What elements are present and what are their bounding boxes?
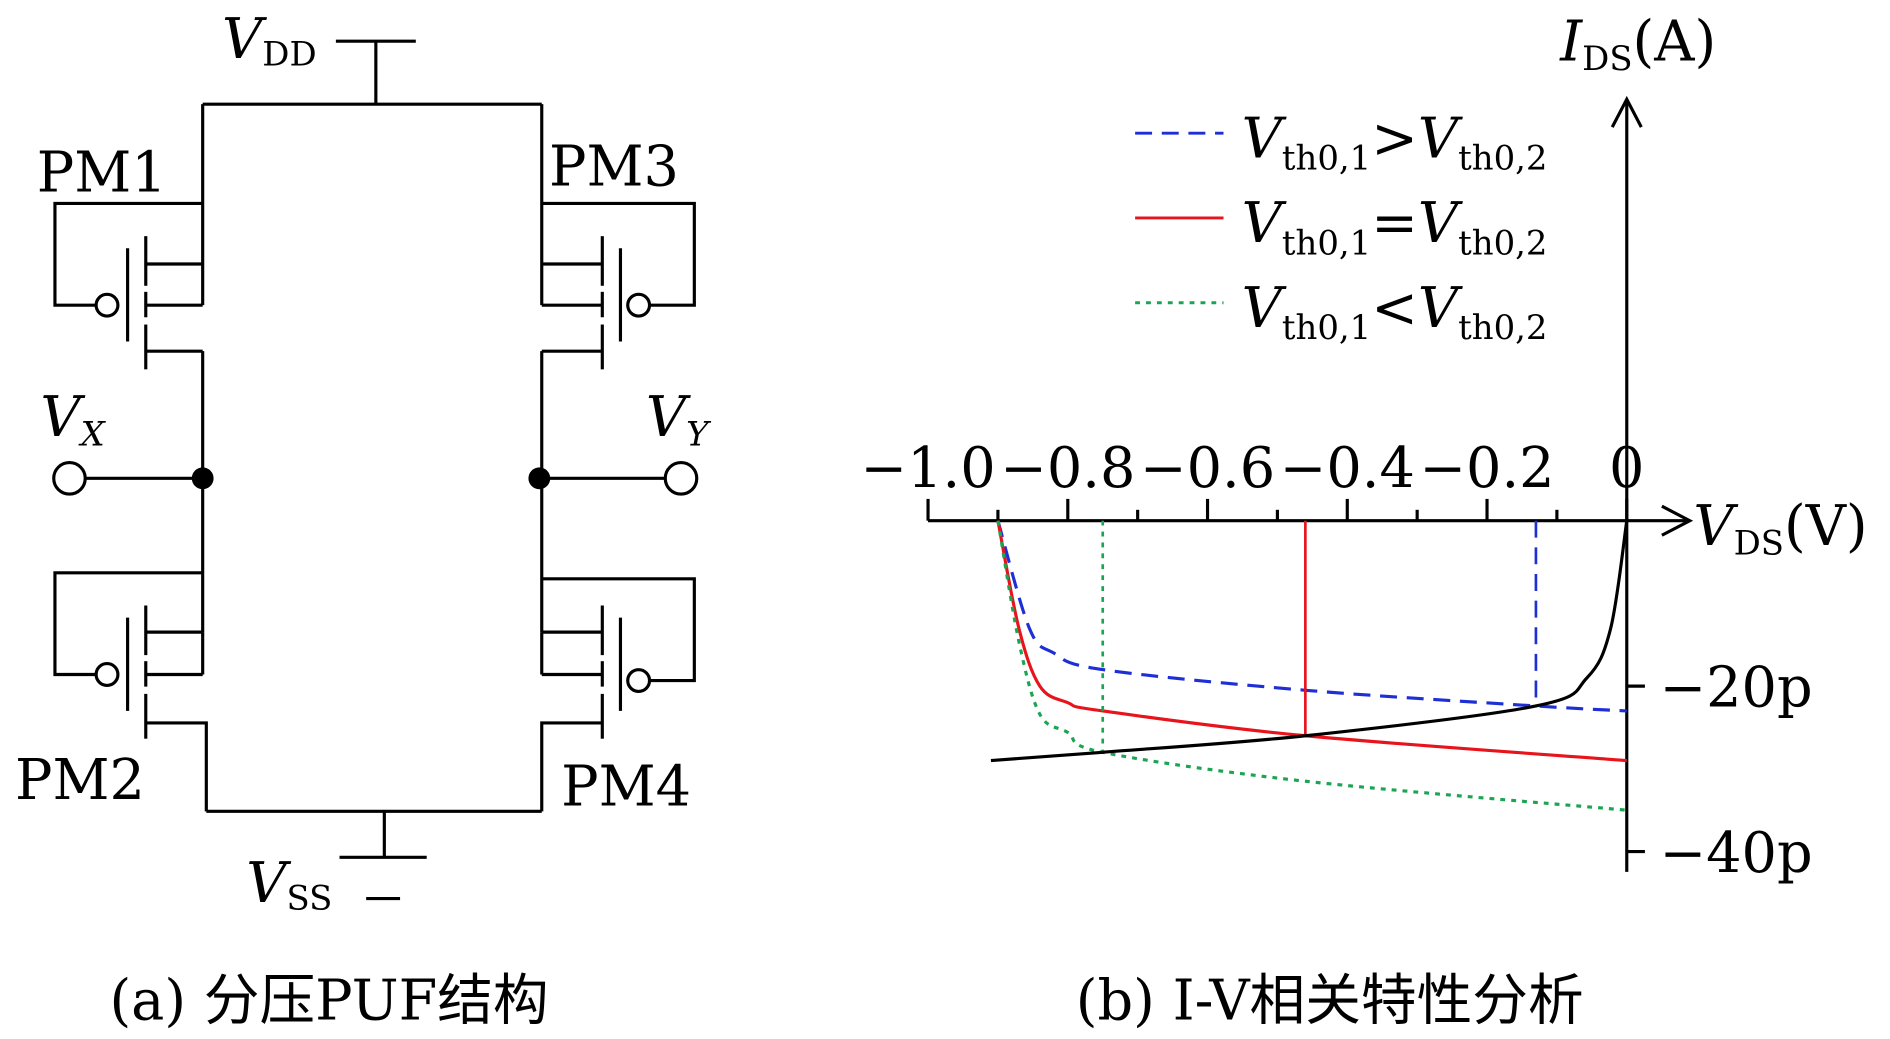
caption-a: (a) 分压PUF结构 bbox=[109, 969, 548, 1034]
transistor-pm4 bbox=[540, 577, 696, 812]
vx-terminal bbox=[52, 461, 87, 496]
y-axis bbox=[1610, 95, 1643, 872]
circuit-diagram: VDD bbox=[15, 7, 712, 1033]
x-axis bbox=[928, 504, 1694, 537]
y-tick-label: −20p bbox=[1659, 656, 1812, 721]
x-tick-label: −0.8 bbox=[1000, 436, 1135, 501]
transistor-pm2 bbox=[53, 571, 208, 812]
pm4-label: PM4 bbox=[561, 754, 691, 819]
series-line bbox=[990, 520, 1629, 763]
transistor-pm3 bbox=[540, 104, 696, 370]
series-line bbox=[996, 520, 1627, 812]
legend-entry: Vth0,1<Vth0,2 bbox=[1242, 276, 1548, 347]
x-tick-label: 0 bbox=[1609, 436, 1644, 501]
series-line bbox=[996, 520, 1627, 713]
y-ticks: −20p −40p bbox=[1626, 656, 1813, 886]
iv-chart: −1.0−0.8−0.6−0.4−0.2 0 −20p −40p IDS(A) VD… bbox=[860, 10, 1867, 1034]
legend-entry: Vth0,1>Vth0,2 bbox=[1242, 106, 1548, 177]
x-tick-label: −0.6 bbox=[1140, 436, 1275, 501]
vy-terminal bbox=[663, 461, 699, 496]
transistor-pm1 bbox=[53, 104, 205, 370]
ground-symbol bbox=[339, 811, 427, 901]
pm2-label: PM2 bbox=[15, 748, 145, 813]
series-lines bbox=[990, 520, 1629, 812]
y-tick-label: −40p bbox=[1659, 821, 1812, 886]
vdd-label: VDD bbox=[222, 7, 317, 73]
legend-entry: Vth0,1=Vth0,2 bbox=[1242, 191, 1548, 262]
pm3-label: PM3 bbox=[549, 134, 679, 199]
vss-label: VSS bbox=[246, 851, 332, 917]
x-ticks: −1.0−0.8−0.6−0.4−0.2 0 bbox=[860, 436, 1644, 521]
vx-label: VX bbox=[40, 385, 106, 454]
vy-label: VY bbox=[646, 385, 712, 454]
vdd-supply-symbol bbox=[335, 39, 416, 105]
caption-b: (b) I-V相关特性分析 bbox=[1076, 969, 1584, 1034]
x-tick-label: −0.2 bbox=[1419, 436, 1554, 501]
y-axis-label: IDS(A) bbox=[1559, 10, 1716, 79]
x-tick-label: −1.0 bbox=[860, 436, 995, 501]
pm1-label: PM1 bbox=[37, 140, 167, 205]
x-axis-label: VDS(V) bbox=[1693, 494, 1867, 563]
series-line bbox=[996, 520, 1627, 763]
x-tick-label: −0.4 bbox=[1280, 436, 1415, 501]
